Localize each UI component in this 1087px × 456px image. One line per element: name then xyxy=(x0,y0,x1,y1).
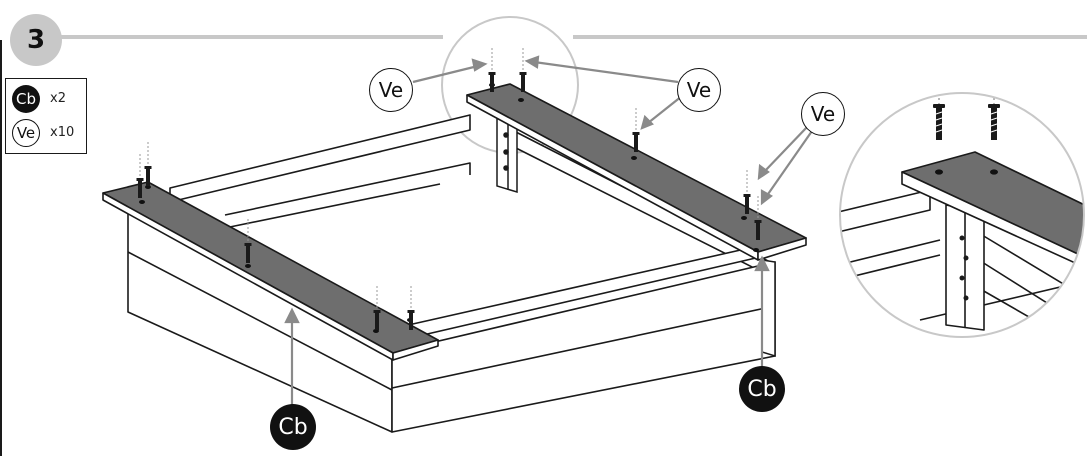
corner-post-front xyxy=(761,259,776,358)
screw-ve-1 xyxy=(144,142,152,186)
callout-cb-right: Cb xyxy=(739,366,785,412)
screw-ve-6 xyxy=(488,48,496,92)
part-badge-cb: Cb xyxy=(12,85,40,113)
sandbox-box xyxy=(127,114,776,433)
detail-circle-large xyxy=(839,92,1085,338)
screw-ve-5 xyxy=(407,286,415,330)
callout-cb-left: Cb xyxy=(270,404,316,450)
step-number: 3 xyxy=(26,25,46,55)
part-qty-ve: x10 xyxy=(50,125,75,140)
screw-ve-10 xyxy=(754,196,762,240)
screw-ve-2 xyxy=(136,154,144,198)
parts-list: Cb x2 Ve x10 xyxy=(5,78,87,154)
screw-ve-7 xyxy=(519,48,527,92)
callout-ve-middle: Ve xyxy=(677,68,721,112)
part-row-cb: Cb x2 xyxy=(12,83,84,115)
arrows xyxy=(284,55,813,405)
callout-ve-right: Ve xyxy=(801,92,845,136)
screw-ve-9 xyxy=(743,170,751,214)
seat-board-right xyxy=(466,83,807,261)
screws xyxy=(136,48,762,330)
screw-ve-8 xyxy=(632,108,640,152)
detail-view xyxy=(840,93,1084,337)
step-number-badge: 3 xyxy=(10,14,62,66)
seat-board-left xyxy=(102,181,439,361)
part-row-ve: Ve x10 xyxy=(12,117,84,149)
screw-ve-4 xyxy=(373,286,381,330)
callout-ve-left: Ve xyxy=(369,68,413,112)
part-qty-cb: x2 xyxy=(50,91,66,106)
screw-ve-3 xyxy=(244,219,252,263)
part-badge-ve: Ve xyxy=(12,119,40,147)
